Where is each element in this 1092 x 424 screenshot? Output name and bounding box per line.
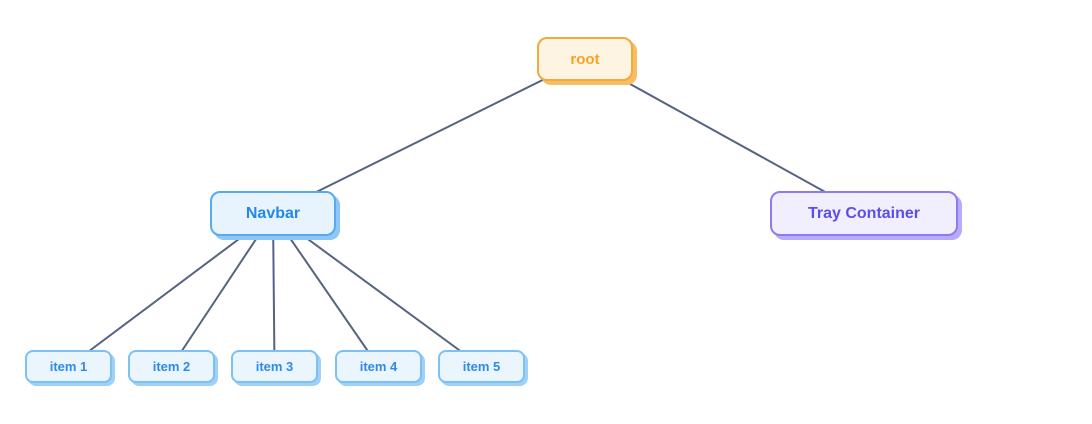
- tree-edge-navbar-item1: [67, 212, 274, 368]
- tree-edge-navbar-item2: [170, 212, 274, 368]
- tree-node-item-4[interactable]: item 4: [335, 350, 422, 383]
- node-label: item 2: [152, 359, 191, 374]
- tree-edge-root-tray: [584, 58, 865, 215]
- tree-node-item-5[interactable]: item 5: [438, 350, 525, 383]
- node-label: Navbar: [245, 204, 301, 222]
- node-label: item 3: [255, 359, 294, 374]
- tree-node-navbar[interactable]: Navbar: [210, 191, 336, 236]
- node-label: item 5: [462, 359, 501, 374]
- tree-node-item-2[interactable]: item 2: [128, 350, 215, 383]
- tree-node-item-3[interactable]: item 3: [231, 350, 318, 383]
- tree-node-item-1[interactable]: item 1: [25, 350, 112, 383]
- node-label: root: [570, 50, 600, 68]
- tree-node-tray-container[interactable]: Tray Container: [770, 191, 958, 236]
- tree-edge-root-navbar: [272, 58, 586, 215]
- tree-edge-navbar-item3: [272, 213, 276, 367]
- node-label: item 1: [49, 359, 88, 374]
- tree-node-root[interactable]: root: [537, 37, 633, 81]
- node-label: item 4: [359, 359, 398, 374]
- tree-edge-navbar-item4: [272, 212, 380, 368]
- node-label: Tray Container: [807, 204, 921, 222]
- tree-edge-navbar-item5: [272, 212, 483, 368]
